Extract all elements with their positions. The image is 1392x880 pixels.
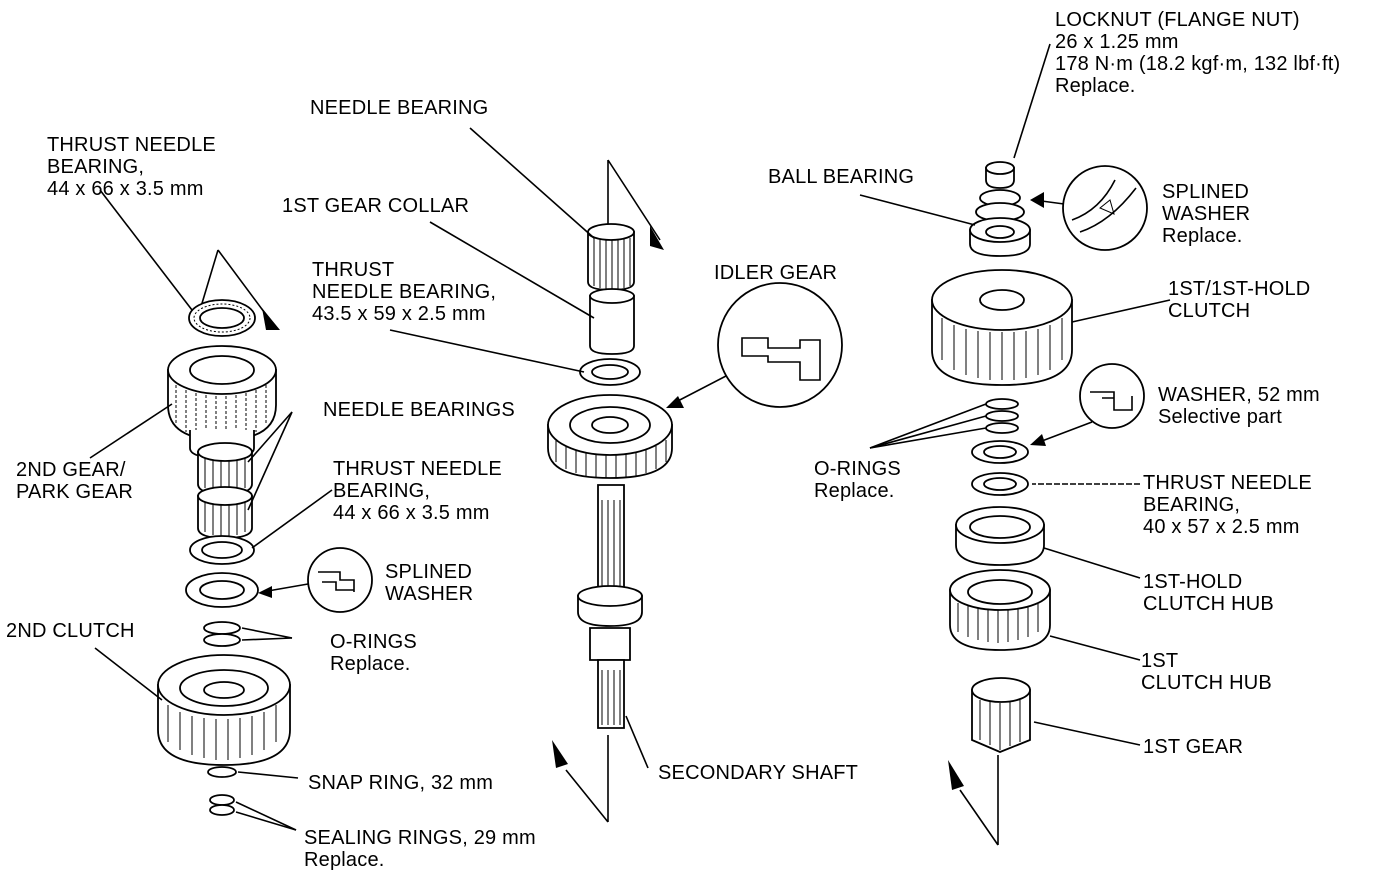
first-clutch-hub bbox=[949, 569, 1051, 651]
needle-bearing-left-2 bbox=[197, 486, 253, 539]
idler-gear bbox=[547, 394, 673, 479]
splined-washer-detail-circle bbox=[258, 547, 373, 613]
label-thrust-needle-bearing-44-top: THRUST NEEDLE BEARING, 44 x 66 x 3.5 mm bbox=[47, 134, 216, 200]
secondary-shaft bbox=[577, 484, 643, 729]
splined-washer-left bbox=[185, 572, 259, 608]
o-rings-right bbox=[985, 398, 1019, 434]
label-splined-washer-right: SPLINED WASHER Replace. bbox=[1162, 181, 1251, 247]
label-locknut: LOCKNUT (FLANGE NUT) 26 x 1.25 mm 178 N·… bbox=[1055, 9, 1341, 97]
label-first-gear-collar: 1ST GEAR COLLAR bbox=[282, 195, 470, 217]
washer-52-detail-circle bbox=[1030, 363, 1145, 446]
thrust-needle-bearing-top bbox=[188, 299, 256, 337]
label-o-rings-left: O-RINGS Replace. bbox=[330, 631, 417, 675]
label-idler-gear: IDLER GEAR bbox=[714, 262, 838, 284]
label-first-hold-clutch: 1ST/1ST-HOLD CLUTCH bbox=[1168, 278, 1311, 322]
splined-washer-right-detail-circle bbox=[1030, 165, 1148, 251]
label-secondary-shaft: SECONDARY SHAFT bbox=[658, 762, 859, 784]
locknut bbox=[979, 161, 1021, 207]
label-needle-bearings: NEEDLE BEARINGS bbox=[323, 399, 515, 421]
label-first-gear: 1ST GEAR bbox=[1143, 736, 1244, 758]
thrust-needle-bearing-center bbox=[579, 358, 641, 386]
thrust-needle-bearing-middle bbox=[189, 535, 255, 565]
first-gear bbox=[971, 677, 1031, 753]
label-washer-52: WASHER, 52 mm Selective part bbox=[1158, 384, 1320, 428]
label-needle-bearing: NEEDLE BEARING bbox=[310, 97, 489, 119]
needle-bearing-left-1 bbox=[197, 442, 253, 495]
center-assembly bbox=[389, 127, 843, 823]
first-gear-collar bbox=[589, 288, 635, 355]
needle-bearing-center bbox=[587, 223, 635, 291]
label-second-clutch: 2ND CLUTCH bbox=[6, 620, 135, 642]
idler-gear-detail-circle bbox=[666, 282, 843, 408]
label-thrust-needle-bearing-43-5: THRUST NEEDLE BEARING, 43.5 x 59 x 2.5 m… bbox=[312, 259, 497, 325]
label-first-clutch-hub: 1ST CLUTCH HUB bbox=[1141, 650, 1272, 694]
ball-bearing bbox=[969, 202, 1031, 257]
label-second-gear-park-gear: 2ND GEAR/ PARK GEAR bbox=[16, 459, 134, 503]
second-gear-park-gear bbox=[167, 345, 277, 459]
label-snap-ring: SNAP RING, 32 mm bbox=[308, 772, 494, 794]
label-thrust-needle-bearing-44-middle: THRUST NEEDLE BEARING, 44 x 66 x 3.5 mm bbox=[333, 458, 502, 524]
sealing-rings bbox=[209, 794, 235, 816]
washer-52mm bbox=[971, 440, 1029, 464]
left-assembly bbox=[89, 189, 373, 831]
right-assembly bbox=[859, 43, 1171, 846]
label-splined-washer-left: SPLINED WASHER bbox=[385, 561, 474, 605]
label-first-hold-clutch-hub: 1ST-HOLD CLUTCH HUB bbox=[1143, 571, 1274, 615]
thrust-needle-bearing-right bbox=[971, 472, 1029, 496]
label-ball-bearing: BALL BEARING bbox=[768, 166, 915, 188]
snap-ring bbox=[207, 766, 237, 778]
label-sealing-rings: SEALING RINGS, 29 mm Replace. bbox=[304, 827, 536, 871]
label-o-rings-right: O-RINGS Replace. bbox=[814, 458, 901, 502]
o-rings-left bbox=[203, 621, 241, 647]
second-clutch bbox=[157, 654, 291, 766]
label-thrust-needle-bearing-40: THRUST NEEDLE BEARING, 40 x 57 x 2.5 mm bbox=[1143, 472, 1312, 538]
first-first-hold-clutch bbox=[931, 269, 1073, 386]
first-hold-clutch-hub bbox=[955, 506, 1045, 566]
